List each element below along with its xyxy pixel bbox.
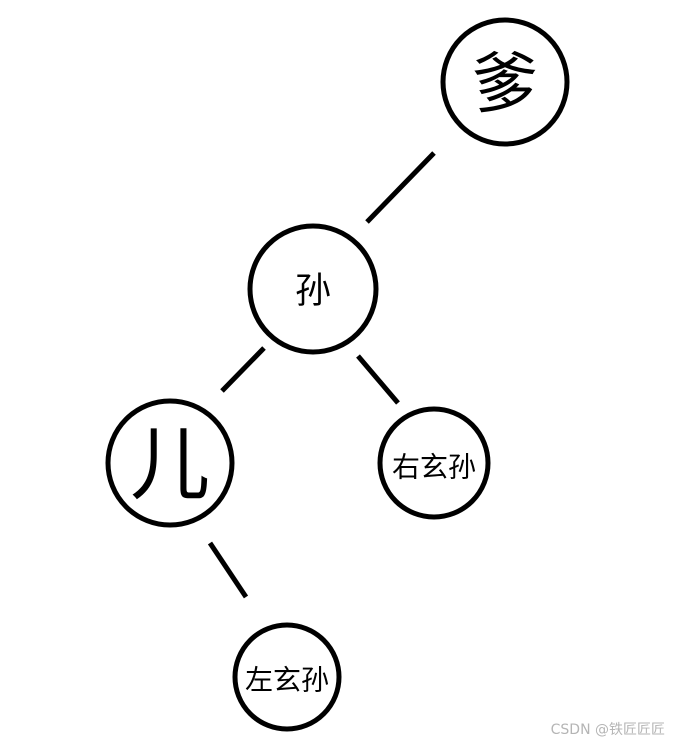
- node-right: 右玄孙: [377, 406, 491, 520]
- edge-left-to-leaf: [207, 541, 249, 599]
- node-left: 儿: [105, 398, 235, 528]
- node-mid-circle: [247, 223, 379, 355]
- node-mid: 孙: [247, 223, 379, 355]
- node-left-circle: [105, 398, 235, 528]
- node-leaf: 左玄孙: [232, 622, 342, 732]
- node-mid-label: 孙: [295, 271, 331, 312]
- node-right-label: 右玄孙: [392, 451, 476, 484]
- node-leaf-circle: [232, 622, 342, 732]
- edge-mid-to-right: [356, 354, 400, 405]
- node-right-circle: [377, 406, 491, 520]
- node-left-label: 儿: [130, 419, 210, 512]
- node-leaf-label: 左玄孙: [245, 664, 329, 697]
- edge-root-to-mid: [365, 151, 436, 224]
- watermark-text: CSDN @铁匠匠匠: [550, 722, 665, 738]
- edge-mid-to-left: [220, 346, 266, 393]
- node-root-label: 爹: [472, 46, 538, 123]
- node-root-circle: [440, 17, 570, 147]
- node-root: 爹: [440, 17, 570, 147]
